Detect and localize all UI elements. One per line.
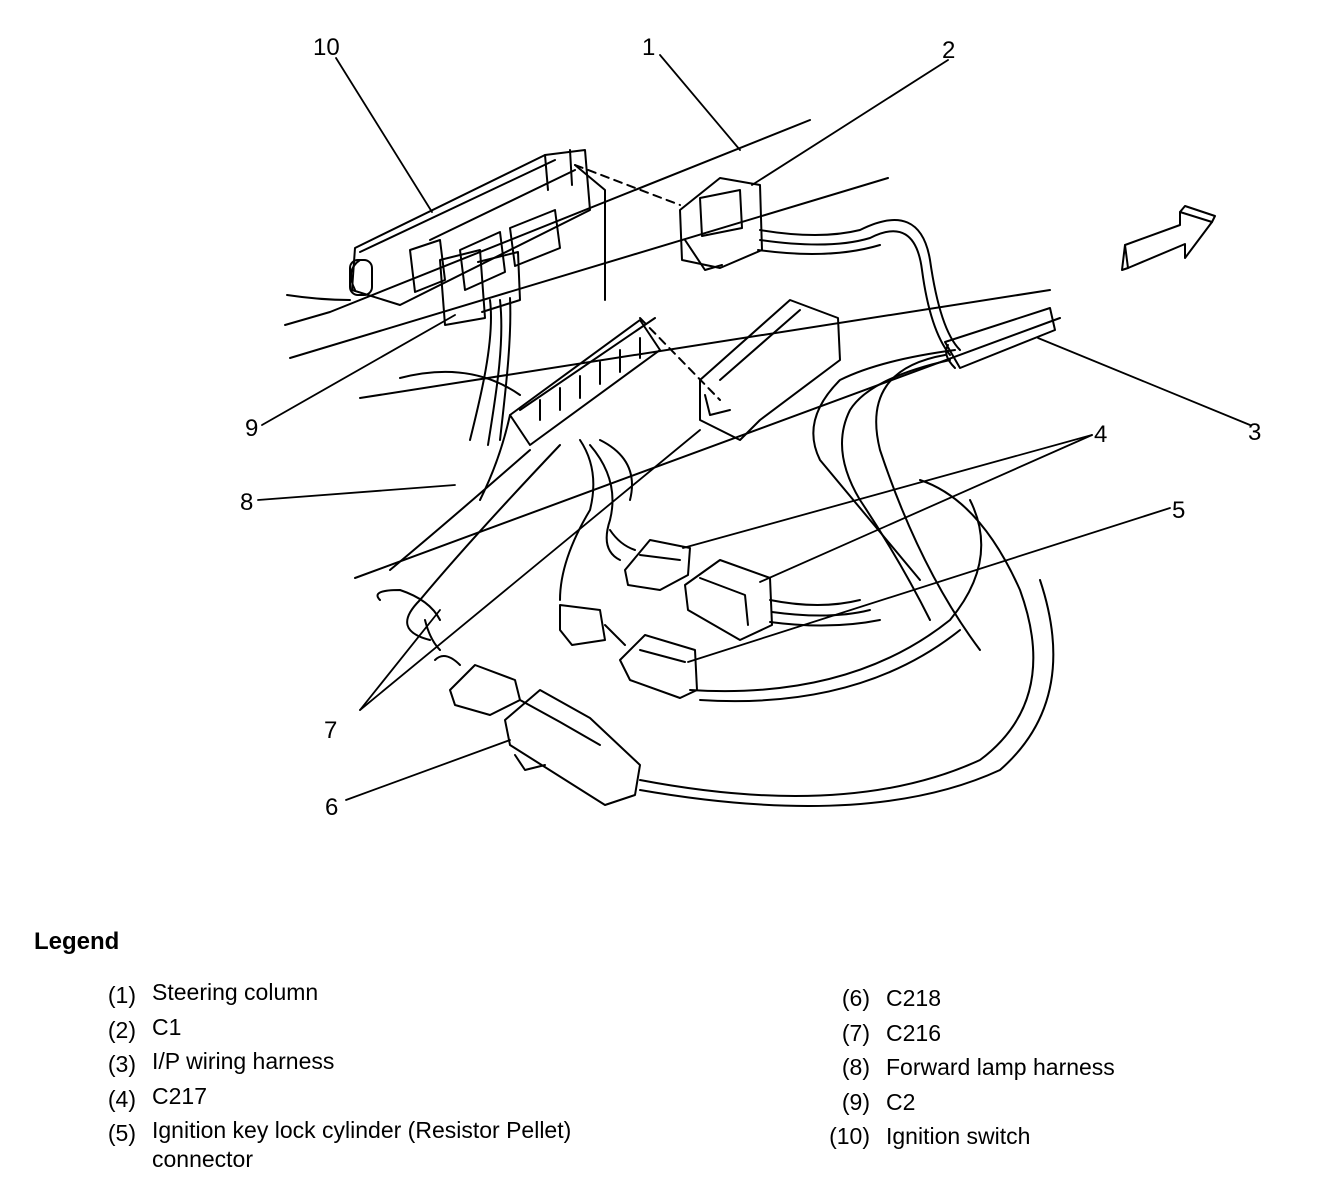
legend-item-label: Ignition switch	[886, 1123, 1031, 1149]
legend-item-label: Forward lamp harness	[886, 1054, 1115, 1080]
legend-item-label: Steering column	[152, 979, 319, 1005]
legend-column-right: (6) C218 (7) C216 (8) Forward lamp harne…	[814, 981, 1115, 1154]
legend-item: (3) I/P wiring harness	[96, 1047, 672, 1082]
ignition-switch	[349, 149, 591, 306]
legend-item-label: C218	[886, 985, 941, 1011]
legend-item-number: (6)	[841, 985, 870, 1011]
c1-connector	[679, 177, 961, 356]
legend-title: Legend	[34, 928, 120, 955]
legend-item-number: (8)	[841, 1054, 870, 1080]
legend-item: (6) C218	[814, 981, 1115, 1016]
callout-1: 1	[642, 34, 655, 61]
ip-wiring-harness	[812, 307, 1056, 651]
steering-column	[284, 119, 1061, 579]
key-lock-cylinder-connector	[559, 604, 698, 699]
legend-item: (1) Steering column	[96, 978, 672, 1013]
legend-item: (10) Ignition switch	[814, 1119, 1115, 1154]
legend-item-number: (2)	[107, 1016, 136, 1043]
callout-10: 10	[313, 34, 340, 61]
callout-7: 7	[324, 717, 337, 744]
c217-connector	[609, 529, 881, 641]
callout-3: 3	[1248, 419, 1261, 446]
legend-item-number: (4)	[107, 1085, 136, 1112]
callout-labels: 1 2 3 4 5 6 7 8 9 10	[240, 34, 1261, 821]
callout-9: 9	[245, 415, 258, 442]
legend-item-label: C217	[152, 1082, 207, 1109]
legend-item: (2) C1	[96, 1013, 672, 1048]
legend-item: (9) C2	[814, 1085, 1115, 1120]
wiring-diagram: 1 2 3 4 5 6 7 8 9 10	[240, 34, 1261, 821]
callout-8: 8	[240, 489, 253, 516]
legend-item: (8) Forward lamp harness	[814, 1050, 1115, 1085]
legend-item: (5) Ignition key lock cylinder (Resistor…	[96, 1116, 672, 1174]
callout-4: 4	[1094, 421, 1107, 448]
legend-item: (7) C216	[814, 1016, 1115, 1051]
legend-item-number: (5)	[107, 1120, 136, 1146]
callout-5: 5	[1172, 497, 1185, 524]
wire-bundles	[376, 439, 1055, 807]
callout-6: 6	[325, 794, 338, 821]
legend-item-label: C216	[886, 1019, 941, 1046]
legend-item-number: (9)	[841, 1088, 870, 1115]
callout-2: 2	[942, 37, 955, 64]
leader-lines	[257, 54, 1251, 801]
legend-item-number: (7)	[841, 1019, 870, 1046]
legend-item-label: C2	[886, 1088, 916, 1115]
legend-item-label: I/P wiring harness	[152, 1048, 335, 1074]
legend-item-number: (3)	[107, 1051, 136, 1077]
legend-item-label: Ignition key lock cylinder (Resistor Pel…	[152, 1117, 572, 1172]
legend-item-number: (1)	[107, 982, 136, 1008]
c218-connector	[424, 619, 641, 806]
legend-item-label: C1	[152, 1013, 182, 1040]
legend-item: (4) C217	[96, 1082, 672, 1117]
direction-arrow	[1121, 205, 1216, 271]
legend-item-number: (10)	[829, 1123, 870, 1149]
alignment-guides	[574, 164, 721, 401]
c2-connector	[439, 249, 521, 446]
legend-column-left: (1) Steering column (2) C1 (3) I/P wirin…	[96, 978, 672, 1174]
c216-connector	[479, 299, 841, 501]
